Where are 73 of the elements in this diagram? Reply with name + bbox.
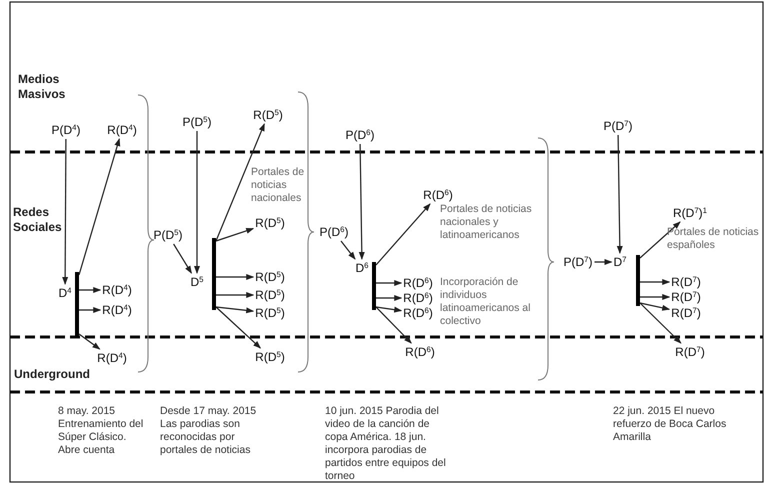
arrow (616, 134, 623, 254)
node-label: R(D$^{5}$) (255, 306, 285, 320)
arrow (594, 259, 612, 265)
node-label: R(D$^{7}$) (671, 290, 701, 304)
node-label: P(D$^{7}$) (564, 255, 592, 269)
arrow (640, 221, 681, 258)
vertical-bar (372, 262, 376, 310)
arrow (216, 292, 254, 298)
arrow (216, 306, 254, 314)
arrow (358, 144, 365, 260)
node-label: P(D$^{5}$) (182, 115, 212, 129)
arrow (216, 274, 254, 280)
arrow (376, 306, 402, 313)
node-label: D$^{6}$ (356, 261, 368, 275)
node-label: R(D$^{6}$) (423, 188, 453, 202)
node-label: R(D$^{6}$) (403, 291, 433, 305)
arrow (78, 138, 120, 276)
node-label: P(D$^{5}$) (154, 228, 182, 242)
node-label: R(D$^{5}$) (255, 216, 285, 230)
arrow (640, 302, 682, 344)
arrow (340, 240, 356, 260)
arrow (376, 280, 402, 286)
arrow (640, 294, 670, 300)
node-label: R(D$^{6}$) (403, 276, 433, 290)
lane-label: Redes Sociales (13, 205, 63, 235)
date-description: 8 may. 2015 Entrenamiento del Súper Clásico. Abre cuenta (58, 405, 144, 457)
arrow (640, 302, 670, 311)
node-label: R(D$^{6}$) (403, 306, 433, 320)
node-label: R(D$^{7}$) (675, 345, 705, 359)
lane-label: Medios Masivos (18, 72, 66, 102)
node-label: R(D$^{7}$) (671, 275, 701, 289)
arrow (62, 139, 68, 285)
node-label: P(D$^{6}$) (320, 225, 348, 239)
node-label: R(D$^{7}$) (671, 306, 701, 320)
arrow (640, 279, 670, 285)
annotation-text: Portales de noticias nacionales (251, 166, 306, 205)
node-label: R(D$^{4}$) (102, 303, 132, 317)
arrow (173, 244, 192, 274)
node-label: D$^{5}$ (190, 275, 204, 289)
arrow (79, 287, 102, 293)
node-label: R(D$^{5}$) (255, 288, 285, 302)
node-label: R(D$^{4}$) (107, 123, 137, 137)
date-description: 22 jun. 2015 El nuevo refuerzo de Boca Carlos Amarilla (613, 405, 728, 444)
arrow (216, 228, 254, 242)
arrow (376, 203, 431, 266)
date-description: 10 jun. 2015 Parodia del video de la canción de copa América. 18 jun. incorpora parodias de partidos entre equipos del torneo (325, 405, 447, 483)
node-label: R(D$^{7}$)$^{1}$ (673, 206, 707, 220)
node-label: R(D$^{5}$) (253, 108, 283, 122)
vertical-bar (212, 238, 216, 310)
arrow (376, 295, 402, 301)
annotation-text: Portales de noticias nacionales y latinoamericanos (440, 203, 533, 242)
date-description: Desde 17 may. 2015 Las parodias son reconocidas por portales de noticias (160, 405, 258, 457)
arrow (194, 131, 200, 274)
lane-label: Underground (14, 367, 91, 382)
node-label: R(D$^{6}$) (405, 345, 435, 359)
arrow (376, 306, 412, 344)
vertical-bar (75, 272, 79, 337)
vertical-bar (636, 255, 640, 306)
node-label: P(D$^{4}$) (52, 123, 80, 137)
arrow (215, 123, 265, 242)
arrow (216, 306, 262, 349)
node-label: P(D$^{6}$) (346, 128, 374, 142)
annotation-text: Incorporación de individuos latinoamericanos al colectivo (440, 276, 532, 328)
node-label: R(D$^{5}$) (255, 270, 285, 284)
arrow (79, 307, 102, 313)
node-label: D$^{4}$ (58, 286, 72, 300)
node-label: R(D$^{5}$) (255, 350, 285, 364)
node-label: D$^{7}$ (614, 255, 626, 269)
node-label: P(D$^{7}$) (604, 119, 632, 133)
node-label: R(D$^{4}$) (102, 283, 132, 297)
arrow (78, 334, 100, 350)
annotation-text: Portales de noticias españoles (667, 226, 760, 252)
node-label: R(D$^{4}$) (97, 351, 127, 365)
